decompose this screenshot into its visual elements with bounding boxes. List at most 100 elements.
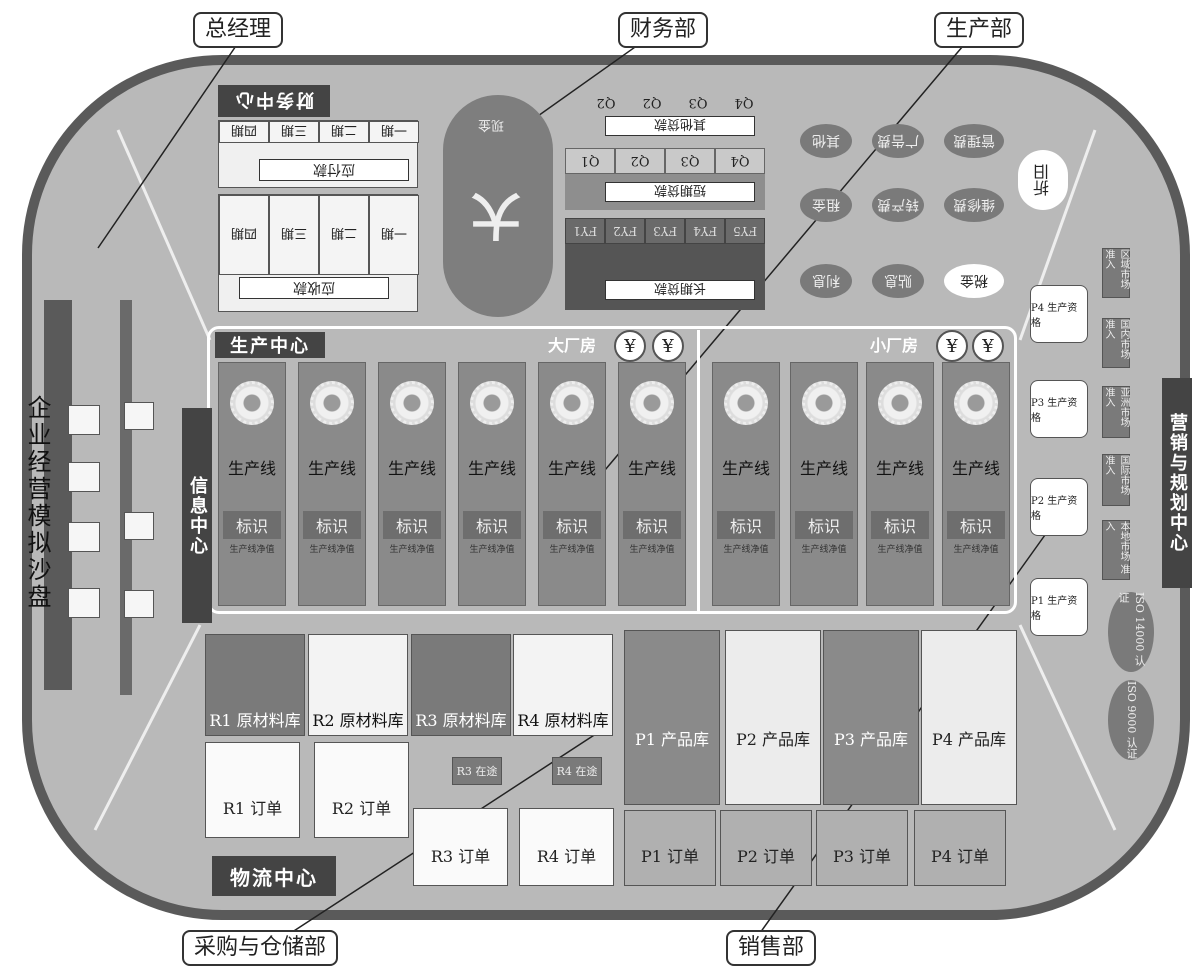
marketing-center-title: 营销与规划中心 bbox=[1162, 378, 1192, 588]
gear-icon bbox=[310, 381, 354, 425]
product-order-p1: P1 订单 bbox=[624, 810, 716, 886]
callout-purchasing-dept: 采购与仓储部 bbox=[182, 930, 338, 966]
cash-area: 现金 大 bbox=[443, 95, 553, 317]
production-line-10: 生产线 标识 生产线净值 bbox=[942, 362, 1010, 606]
expense-conversion: 转产费 bbox=[872, 188, 924, 222]
callout-production-dept: 生产部 bbox=[934, 12, 1024, 48]
long-loan-fy2: FY2 bbox=[605, 218, 645, 244]
long-loan-label: 长期贷款 bbox=[605, 280, 755, 300]
long-loan-fy4: FY4 bbox=[685, 218, 725, 244]
production-center-title: 生产中心 bbox=[215, 332, 325, 358]
production-line-label: 生产线 bbox=[943, 455, 1009, 479]
gear-icon bbox=[630, 381, 674, 425]
flow-node bbox=[124, 512, 154, 540]
raw-store-label: R4 原材料库 bbox=[514, 707, 612, 731]
expense-management: 管理费 bbox=[944, 124, 1004, 158]
flow-node bbox=[68, 405, 100, 435]
product-store-p3: P3 产品库 bbox=[823, 630, 919, 805]
production-line-6: 生产线 标识 生产线净值 bbox=[618, 362, 686, 606]
production-line-label: 生产线 bbox=[867, 455, 933, 479]
p1-certificate: P1 生产资格 bbox=[1030, 578, 1088, 636]
short-loan-q1: Q1 bbox=[565, 148, 615, 174]
market-access-regional: 区域市场 准入 bbox=[1102, 248, 1130, 298]
product-order-p3: P3 订单 bbox=[816, 810, 908, 886]
line-net-value: 生产线净值 bbox=[459, 545, 525, 555]
other-loan-panel: Q2 Q2 Q3 Q4 其他贷款 bbox=[565, 92, 765, 142]
expense-advertising: 广告费 bbox=[872, 124, 924, 158]
info-flow-rail bbox=[120, 300, 132, 695]
p2-certificate: P2 生产资格 bbox=[1030, 478, 1088, 536]
receivable-period-1: 一期 bbox=[369, 195, 419, 275]
small-plant-label: 小厂房 bbox=[870, 332, 918, 356]
expense-interest: 利息 bbox=[800, 264, 852, 298]
other-loan-q2: Q2 bbox=[583, 92, 629, 114]
in-transit-r3: R3 在途 bbox=[452, 757, 502, 785]
line-net-value: 生产线净值 bbox=[539, 545, 605, 555]
raw-order-r2: R2 订单 bbox=[314, 742, 409, 838]
iso-9000: ISO 9000 认证 bbox=[1108, 680, 1154, 760]
expense-other: 其他 bbox=[800, 124, 852, 158]
product-store-label: P4 产品库 bbox=[922, 726, 1016, 750]
line-tag: 标识 bbox=[463, 511, 521, 539]
line-net-value: 生产线净值 bbox=[943, 545, 1009, 555]
short-loan-panel: Q1 Q2 Q3 Q4 短期贷款 bbox=[565, 148, 765, 210]
long-loan-fy5: FY5 bbox=[725, 218, 765, 244]
production-line-8: 生产线 标识 生产线净值 bbox=[790, 362, 858, 606]
raw-order-r1: R1 订单 bbox=[205, 742, 300, 838]
other-loan-q4: Q4 bbox=[721, 92, 767, 114]
board-title: 企业经营模拟沙盘 bbox=[20, 395, 55, 611]
line-tag: 标识 bbox=[623, 511, 681, 539]
payable-period-3: 三期 bbox=[269, 121, 319, 143]
receivable-period-3: 三期 bbox=[269, 195, 319, 275]
line-net-value: 生产线净值 bbox=[379, 545, 445, 555]
payable-panel: 四期 三期 二期 一期 应付款 bbox=[218, 120, 418, 188]
flow-node bbox=[68, 522, 100, 552]
production-line-label: 生产线 bbox=[539, 455, 605, 479]
payable-period-1: 一期 bbox=[369, 121, 419, 143]
long-loan-fy3: FY3 bbox=[645, 218, 685, 244]
cash-symbol: 大 bbox=[471, 183, 521, 255]
line-tag: 标识 bbox=[717, 511, 775, 539]
flow-node bbox=[124, 402, 154, 430]
short-loan-q4: Q4 bbox=[715, 148, 765, 174]
line-net-value: 生产线净值 bbox=[713, 545, 779, 555]
expense-discount-interest: 贴息 bbox=[872, 264, 924, 298]
raw-store-r2: R2 原材料库 bbox=[308, 634, 408, 736]
callout-general-manager: 总经理 bbox=[193, 12, 283, 48]
plant-divider bbox=[697, 330, 700, 612]
p4-certificate: P4 生产资格 bbox=[1030, 285, 1088, 343]
line-net-value: 生产线净值 bbox=[299, 545, 365, 555]
line-tag: 标识 bbox=[543, 511, 601, 539]
raw-store-r1: R1 原材料库 bbox=[205, 634, 305, 736]
callout-finance-dept: 财务部 bbox=[618, 12, 708, 48]
raw-store-r3: R3 原材料库 bbox=[411, 634, 511, 736]
line-tag: 标识 bbox=[947, 511, 1005, 539]
raw-store-label: R2 原材料库 bbox=[309, 707, 407, 731]
expense-rent: 租金 bbox=[800, 188, 852, 222]
product-store-p2: P2 产品库 bbox=[725, 630, 821, 805]
small-plant-coin-1: ¥ bbox=[936, 330, 968, 362]
payable-label: 应付款 bbox=[259, 159, 409, 181]
product-store-label: P1 产品库 bbox=[625, 726, 719, 750]
gear-icon bbox=[470, 381, 514, 425]
logistics-center-title: 物流中心 bbox=[212, 856, 336, 896]
depreciation-label: 折旧 bbox=[1018, 150, 1068, 210]
production-line-label: 生产线 bbox=[713, 455, 779, 479]
product-store-label: P2 产品库 bbox=[726, 726, 820, 750]
production-line-7: 生产线 标识 生产线净值 bbox=[712, 362, 780, 606]
other-loan-q2b: Q2 bbox=[629, 92, 675, 114]
production-line-9: 生产线 标识 生产线净值 bbox=[866, 362, 934, 606]
raw-store-label: R3 原材料库 bbox=[412, 707, 510, 731]
production-line-label: 生产线 bbox=[379, 455, 445, 479]
line-tag: 标识 bbox=[303, 511, 361, 539]
short-loan-q2: Q2 bbox=[615, 148, 665, 174]
large-plant-coin-2: ¥ bbox=[652, 330, 684, 362]
market-access-asia: 亚洲市场 准入 bbox=[1102, 386, 1130, 438]
production-line-label: 生产线 bbox=[619, 455, 685, 479]
payable-period-2: 二期 bbox=[319, 121, 369, 143]
product-order-p2: P2 订单 bbox=[720, 810, 812, 886]
production-line-1: 生产线 标识 生产线净值 bbox=[218, 362, 286, 606]
gear-icon bbox=[724, 381, 768, 425]
line-tag: 标识 bbox=[871, 511, 929, 539]
line-tag: 标识 bbox=[383, 511, 441, 539]
